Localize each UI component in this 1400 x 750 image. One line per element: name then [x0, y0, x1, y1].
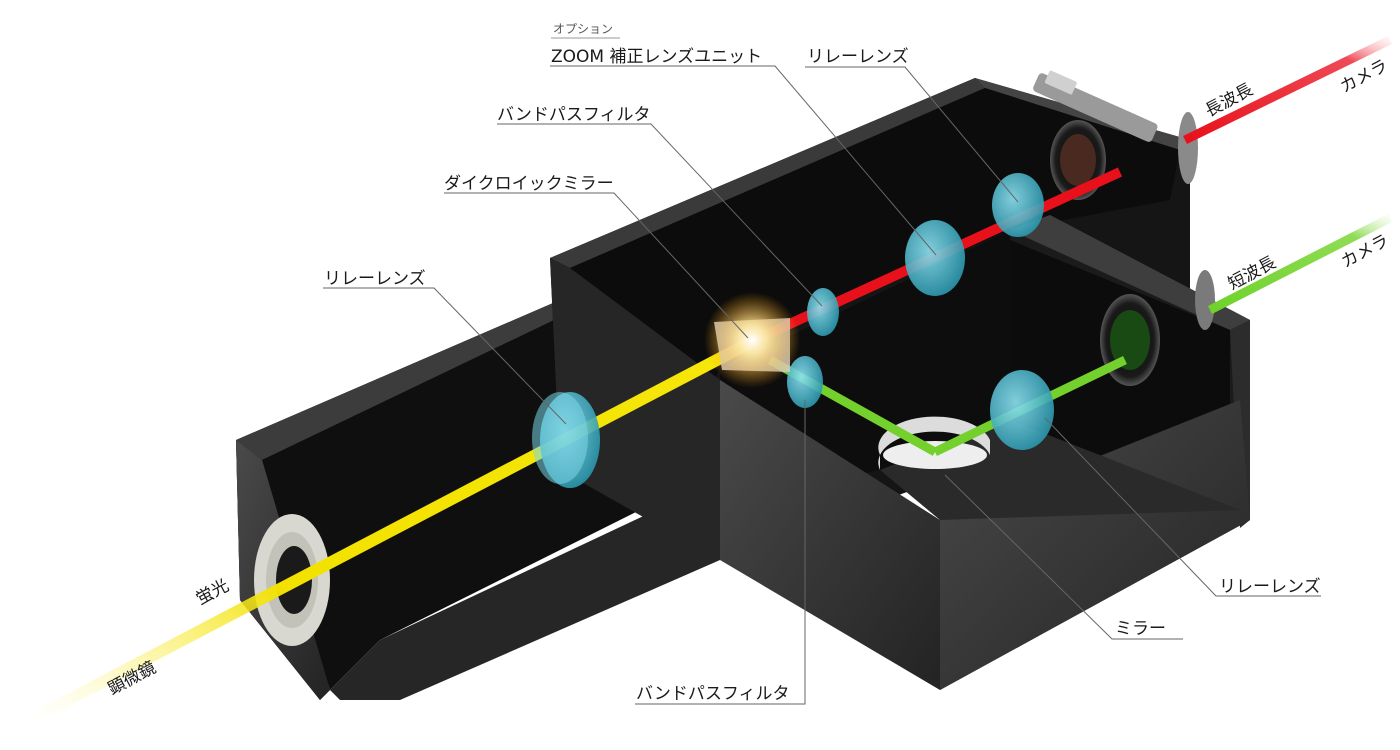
bandpass-filter-top — [807, 288, 839, 336]
right-block-housing — [880, 215, 1250, 690]
relay-lens-left-label: リレーレンズ — [324, 269, 426, 289]
relay-lens-left — [532, 392, 600, 488]
dichroic-label: ダイクロイックミラー — [444, 174, 614, 194]
bandpass-top-label: バンドパスフィルタ — [497, 105, 651, 125]
bandpass-filter-bottom — [787, 356, 823, 408]
mirror-label: ミラー — [1115, 619, 1166, 639]
mirror-element — [878, 416, 990, 470]
zoom-unit-label: ZOOM 補正レンズユニット — [551, 47, 762, 67]
fluorescence-label: 蛍光 — [193, 576, 232, 610]
leader-lines — [323, 37, 1321, 705]
option-label: オプション — [553, 22, 613, 36]
fluorescence-beam — [27, 334, 758, 726]
zoom-correction-lens — [905, 220, 965, 296]
bandpass-bottom-label: バンドパスフィルタ — [636, 684, 790, 704]
relay-lens-top-label: リレーレンズ — [807, 47, 909, 67]
relay-lens-right-label: リレーレンズ — [1219, 577, 1321, 597]
relay-lens-right — [990, 370, 1054, 450]
relay-lens-top — [992, 173, 1044, 237]
micrometer-knob — [1033, 70, 1158, 142]
